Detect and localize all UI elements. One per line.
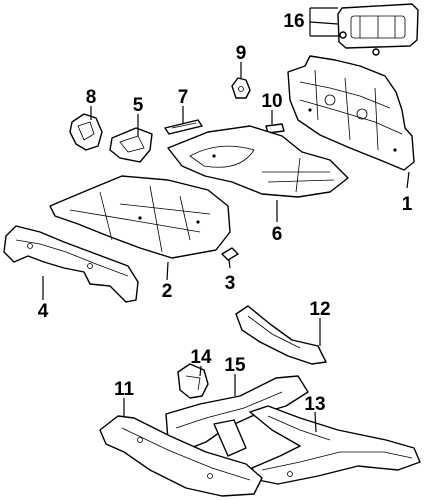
part-14-bracket (177, 363, 209, 399)
callout-5: 5 (133, 95, 144, 116)
callout-1: 1 (402, 194, 413, 215)
callout-14: 14 (190, 347, 212, 368)
callout-11: 11 (114, 379, 135, 400)
part-6-rear-floor (167, 125, 349, 198)
callout-12: 12 (309, 299, 330, 320)
part-13-frame-rail (249, 405, 421, 485)
callouts: 1 2 3 4 5 6 7 8 9 10 11 12 13 14 15 16 (38, 11, 413, 415)
part-8-bracket (69, 113, 103, 151)
part-12-bracket (235, 305, 327, 365)
callout-2: 2 (162, 281, 173, 302)
callout-4: 4 (38, 301, 49, 322)
callout-7: 7 (178, 87, 189, 108)
callout-9: 9 (236, 43, 247, 64)
callout-16: 16 (283, 11, 304, 32)
callout-15: 15 (224, 355, 246, 376)
part-1-rear-panel (287, 55, 415, 171)
part-5-bracket (109, 127, 153, 163)
part-4-crossmember (3, 225, 139, 303)
callout-6: 6 (272, 224, 283, 245)
part-16-back-panel (337, 3, 419, 56)
part-10-plate (265, 123, 285, 134)
callout-3: 3 (225, 273, 236, 294)
callout-8: 8 (86, 87, 97, 108)
part-2-front-floor (49, 175, 231, 259)
part-11-front-frame (99, 415, 263, 497)
part-7-strip (164, 119, 203, 135)
part-9-bracket (231, 77, 251, 99)
callout-10: 10 (261, 91, 282, 112)
leader-lines (42, 7, 410, 433)
callout-13: 13 (304, 394, 325, 415)
part-3-clip (221, 247, 239, 261)
